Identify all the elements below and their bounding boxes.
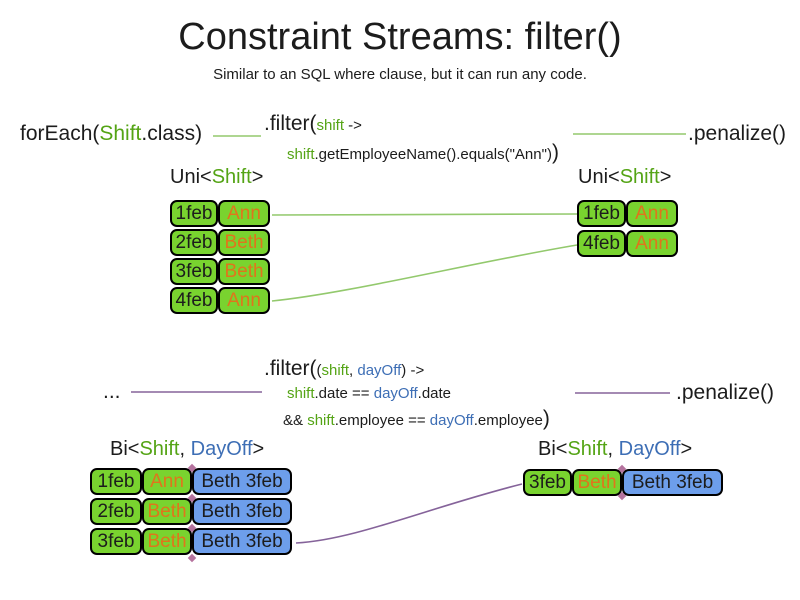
label-token: > [680,438,693,460]
connector-row-1feb [271,213,578,216]
bi-left-label: Bi<Shift, DayOff> [110,438,264,461]
table-row: 3feb Beth [170,258,270,285]
shift-date-cell: 4feb [577,230,626,257]
code-token: .employee == [334,412,430,429]
label-token: > [252,438,265,460]
bi-right-label: Bi<Shift, DayOff> [538,438,692,461]
shift-date-cell: 3feb [90,528,142,555]
uni-left-table: 1feb Ann 2feb Beth 3feb Beth 4feb Ann [170,200,270,316]
label-token-shift: Shift [567,438,608,460]
shift-employee-cell: Beth [218,258,270,285]
shift-date-cell: 1feb [170,200,218,227]
bi-left-table: 1feb Ann Beth 3feb 2feb Beth Beth 3feb 3… [90,468,292,558]
shift-employee-cell: Ann [626,200,678,227]
table-row: 1feb Ann Beth 3feb [90,468,292,495]
table-row: 4feb Ann [170,287,270,314]
code-token: .date == [314,385,374,402]
label-token: Bi< [110,438,140,460]
penalize-call-top: .penalize() [688,122,787,145]
code-token-dayoff-arg: dayOff [429,412,474,429]
code-token: .filter( [264,357,317,380]
code-token: .date [417,385,452,402]
code-token: .class) [141,122,203,145]
connector-row-3feb-bi [295,483,523,544]
shift-date-cell: 1feb [90,468,142,495]
code-token-dayoff-arg: dayOff [357,362,402,379]
shift-employee-cell: Ann [626,230,678,257]
uni-right-table: 1feb Ann 4feb Ann [577,200,678,260]
source-ellipsis: ... [103,380,121,403]
table-row: 1feb Ann [170,200,270,227]
filter-call-bottom-line2: shift.date == dayOff.date [287,385,451,402]
shift-date-cell: 4feb [170,287,218,314]
code-token: ) [551,141,559,164]
shift-employee-cell: Ann [218,200,270,227]
filter-call-top-line2: shift.getEmployeeName().equals("Ann")) [287,141,559,165]
shift-date-cell: 2feb [90,498,142,525]
code-token: ) -> [401,362,425,379]
uni-right-label: Uni<Shift> [578,166,671,189]
shift-date-cell: 3feb [170,258,218,285]
code-token-shift-arg: shift [321,362,350,379]
shift-date-cell: 3feb [523,469,572,496]
shift-employee-cell: Ann [218,287,270,314]
label-token-dayoff: DayOff [618,438,681,460]
dayoff-cell: Beth 3feb [622,469,723,496]
connector-row-4feb [271,244,578,302]
penalize-call-bottom: .penalize() [676,381,775,404]
table-row: 2feb Beth Beth 3feb [90,498,292,525]
code-token-shift-class: Shift [99,122,142,145]
table-row: 2feb Beth [170,229,270,256]
dayoff-cell: Beth 3feb [192,468,292,495]
shift-employee-cell: Beth [218,229,270,256]
table-row: 4feb Ann [577,230,678,257]
shift-date-cell: 2feb [170,229,218,256]
label-token: , [179,438,191,460]
page-title: Constraint Streams: filter() [178,16,622,58]
label-token: Uni< [578,166,620,188]
dayoff-cell: Beth 3feb [192,498,292,525]
label-token-shift: Shift [139,438,180,460]
code-token: .filter( [264,112,317,135]
filter-call-bottom-line3: && shift.employee == dayOff.employee) [283,407,550,431]
code-token-shift-arg: shift [287,146,315,163]
dayoff-cell: Beth 3feb [192,528,292,555]
shift-employee-cell: Beth [142,498,192,525]
label-token: , [607,438,619,460]
shift-employee-cell: Ann [142,468,192,495]
code-token: && [283,412,308,429]
filter-call-bottom-line1: .filter((shift, dayOff) -> [264,357,424,381]
shift-employee-cell: Beth [572,469,622,496]
code-token: , [349,362,358,379]
label-token: Uni< [170,166,212,188]
foreach-call: forEach(Shift.class) [20,122,202,146]
code-token: forEach( [20,122,100,145]
table-row: 3feb Beth Beth 3feb [90,528,292,555]
code-token-shift-arg: shift [287,385,315,402]
code-token: ) [542,407,550,430]
table-row: 3feb Beth Beth 3feb [523,469,723,496]
code-token: .employee [473,412,543,429]
page-subtitle: Similar to an SQL where clause, but it c… [213,66,587,83]
table-row: 1feb Ann [577,200,678,227]
code-token: .getEmployeeName().equals("Ann") [314,146,552,163]
bi-right-table: 3feb Beth Beth 3feb [523,469,723,499]
filter-call-top-line1: .filter(shift -> [264,112,362,136]
label-token: > [251,166,264,188]
label-token-shift: Shift [211,166,252,188]
shift-employee-cell: Beth [142,528,192,555]
code-token: -> [344,117,362,134]
code-token-dayoff-arg: dayOff [373,385,418,402]
label-token: Bi< [538,438,568,460]
code-token-shift-arg: shift [307,412,335,429]
shift-date-cell: 1feb [577,200,626,227]
code-token-shift-arg: shift [316,117,345,134]
label-token-dayoff: DayOff [190,438,253,460]
label-token: > [659,166,672,188]
label-token-shift: Shift [619,166,660,188]
uni-left-label: Uni<Shift> [170,166,263,189]
code-token: ( [316,362,322,379]
